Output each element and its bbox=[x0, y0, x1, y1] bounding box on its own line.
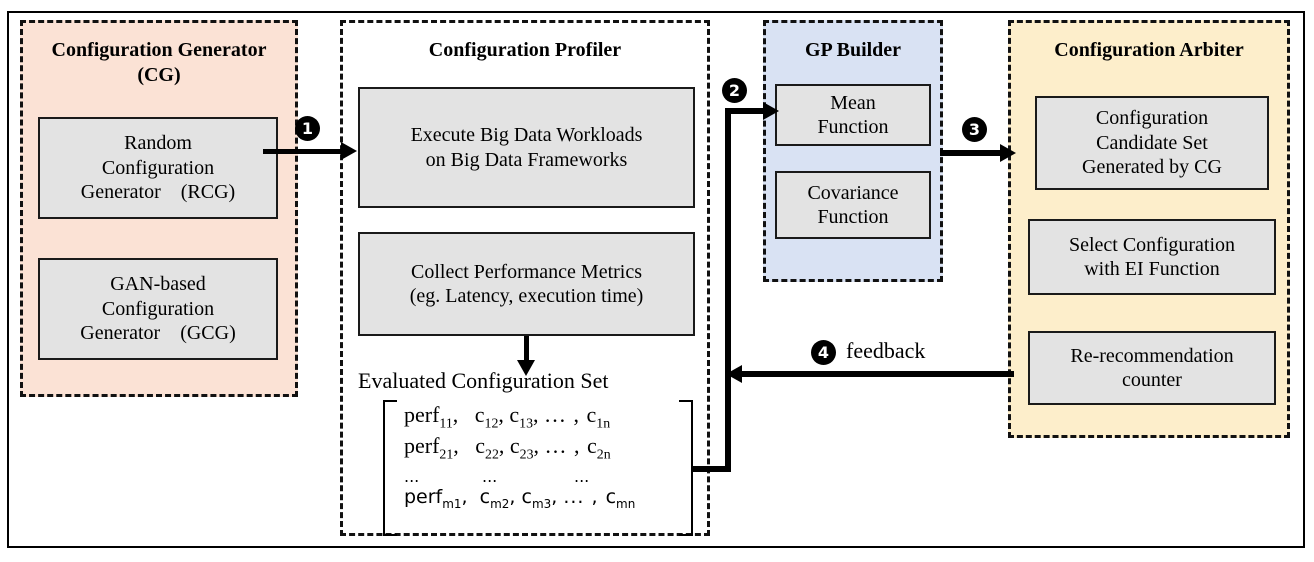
label-evaluated-configuration-set: Evaluated Configuration Set bbox=[358, 368, 609, 393]
box-rcg-line1: Random bbox=[124, 132, 192, 155]
arrow-2-head bbox=[763, 102, 779, 120]
matrix-cell: perfm1, bbox=[404, 485, 480, 511]
arrow-3-head bbox=[1000, 144, 1016, 162]
panel-generator-title-line1: Configuration Generator bbox=[51, 39, 267, 61]
box-select-line1: Select Configuration bbox=[1068, 233, 1236, 256]
box-candidate-line2: Candidate Set bbox=[1096, 131, 1208, 154]
matrix-bracket-left bbox=[383, 400, 397, 536]
box-collect-line1: Collect Performance Metrics bbox=[410, 260, 643, 283]
box-re-recommendation-counter[interactable]: Re-recommendation counter bbox=[1028, 331, 1276, 405]
matrix-cell: ... bbox=[574, 466, 590, 486]
matrix-cell: ... bbox=[404, 466, 420, 486]
box-configuration-candidate-set[interactable]: Configuration Candidate Set Generated by… bbox=[1035, 96, 1269, 190]
box-select-configuration-ei[interactable]: Select Configuration with EI Function bbox=[1028, 219, 1276, 295]
matrix-row-ellipsis: ... ... ... bbox=[404, 467, 684, 486]
matrix-row: perf21, c22, c23, … , c2n bbox=[404, 433, 684, 462]
arrow-1-shaft bbox=[263, 149, 343, 154]
arrow-1-badge: 1 bbox=[295, 116, 320, 141]
panel-arbiter-title: Configuration Arbiter bbox=[1054, 39, 1244, 61]
box-covariance-line1: Covariance bbox=[807, 181, 899, 204]
matrix-cell: c1n bbox=[586, 402, 611, 431]
matrix-bracket-right bbox=[679, 400, 693, 536]
arrow-1-head bbox=[341, 142, 357, 160]
arrow-collect-to-set-head bbox=[517, 360, 535, 376]
box-rcg-line2: Configuration bbox=[101, 156, 215, 179]
box-execute-big-data-workloads[interactable]: Execute Big Data Workloads on Big Data F… bbox=[358, 87, 695, 208]
arrow-3-badge: 3 bbox=[962, 117, 987, 142]
matrix-cell: c12, bbox=[474, 402, 510, 431]
box-random-configuration-generator[interactable]: Random Configuration Generator (RCG) bbox=[38, 117, 278, 219]
arrow-4-badge: 4 bbox=[811, 340, 836, 365]
box-rcg-line3: Generator (RCG) bbox=[80, 181, 236, 204]
panel-profiler-title: Configuration Profiler bbox=[428, 39, 622, 61]
diagram-outer-frame bbox=[7, 11, 1305, 548]
arrow-2-shaft-vertical bbox=[725, 108, 731, 472]
matrix-cell: … , bbox=[544, 433, 588, 459]
box-gcg-line3: Generator (GCG) bbox=[80, 322, 236, 345]
box-collect-performance-metrics[interactable]: Collect Performance Metrics (eg. Latency… bbox=[358, 232, 695, 336]
matrix-row: perf11, c12, c13, … , c1n bbox=[404, 402, 684, 431]
box-select-line2: with EI Function bbox=[1084, 258, 1220, 280]
box-collect-line2: (eg. Latency, execution time) bbox=[409, 285, 644, 307]
box-counter-line1: Re-recommendation bbox=[1070, 344, 1234, 367]
panel-gp-builder: GP Builder bbox=[763, 20, 943, 282]
matrix-cell: ... bbox=[482, 466, 498, 486]
matrix-cell: ... , bbox=[563, 485, 606, 508]
arrow-2-badge: 2 bbox=[722, 78, 747, 103]
matrix-cell: cm3, bbox=[521, 485, 564, 511]
matrix-cell: cmn bbox=[605, 485, 636, 511]
matrix-cell: perf11, bbox=[404, 402, 475, 431]
box-candidate-line1: Configuration bbox=[1095, 107, 1209, 130]
arrow-4-head bbox=[726, 365, 742, 383]
box-candidate-line3: Generated by CG bbox=[1082, 156, 1222, 179]
arrow-4-label: feedback bbox=[846, 338, 926, 363]
box-execute-line2: on Big Data Frameworks bbox=[425, 148, 628, 171]
matrix-row: perfm1, cm2, cm3, ... , cmn bbox=[404, 486, 684, 511]
box-counter-line2: counter bbox=[1122, 369, 1182, 391]
box-gcg-line1: GAN-based bbox=[110, 273, 206, 296]
panel-generator-title-line2: (CG) bbox=[137, 64, 181, 86]
box-gan-based-configuration-generator[interactable]: GAN-based Configuration Generator (GCG) bbox=[38, 258, 278, 360]
matrix-cell: c13, bbox=[509, 402, 545, 431]
box-mean-line1: Mean bbox=[830, 91, 876, 114]
panel-gp-builder-title: GP Builder bbox=[804, 39, 902, 61]
box-covariance-function[interactable]: Covariance Function bbox=[775, 171, 931, 239]
arrow-2-shaft-horizontal-bottom bbox=[693, 466, 731, 472]
box-mean-function[interactable]: Mean Function bbox=[775, 84, 931, 146]
box-mean-line2: Function bbox=[817, 116, 889, 138]
box-covariance-line2: Function bbox=[817, 206, 889, 228]
matrix-cell: cm2, bbox=[479, 485, 522, 511]
arrow-2-shaft-horizontal-top bbox=[725, 108, 767, 114]
matrix-cell: c2n bbox=[587, 433, 611, 462]
arrow-3-shaft bbox=[940, 150, 1004, 156]
box-execute-line1: Execute Big Data Workloads bbox=[410, 124, 643, 147]
box-gcg-line2: Configuration bbox=[101, 297, 215, 320]
matrix-evaluated-configuration-set: perf11, c12, c13, … , c1n perf21, c22, c… bbox=[404, 402, 684, 511]
arrow-collect-to-set-shaft bbox=[524, 336, 529, 362]
matrix-cell: … , bbox=[544, 402, 587, 427]
matrix-cell: perf21, bbox=[404, 433, 476, 462]
matrix-cell: c22, bbox=[475, 433, 510, 462]
arrow-4-shaft bbox=[742, 371, 1014, 377]
matrix-cell: c23, bbox=[509, 433, 545, 462]
